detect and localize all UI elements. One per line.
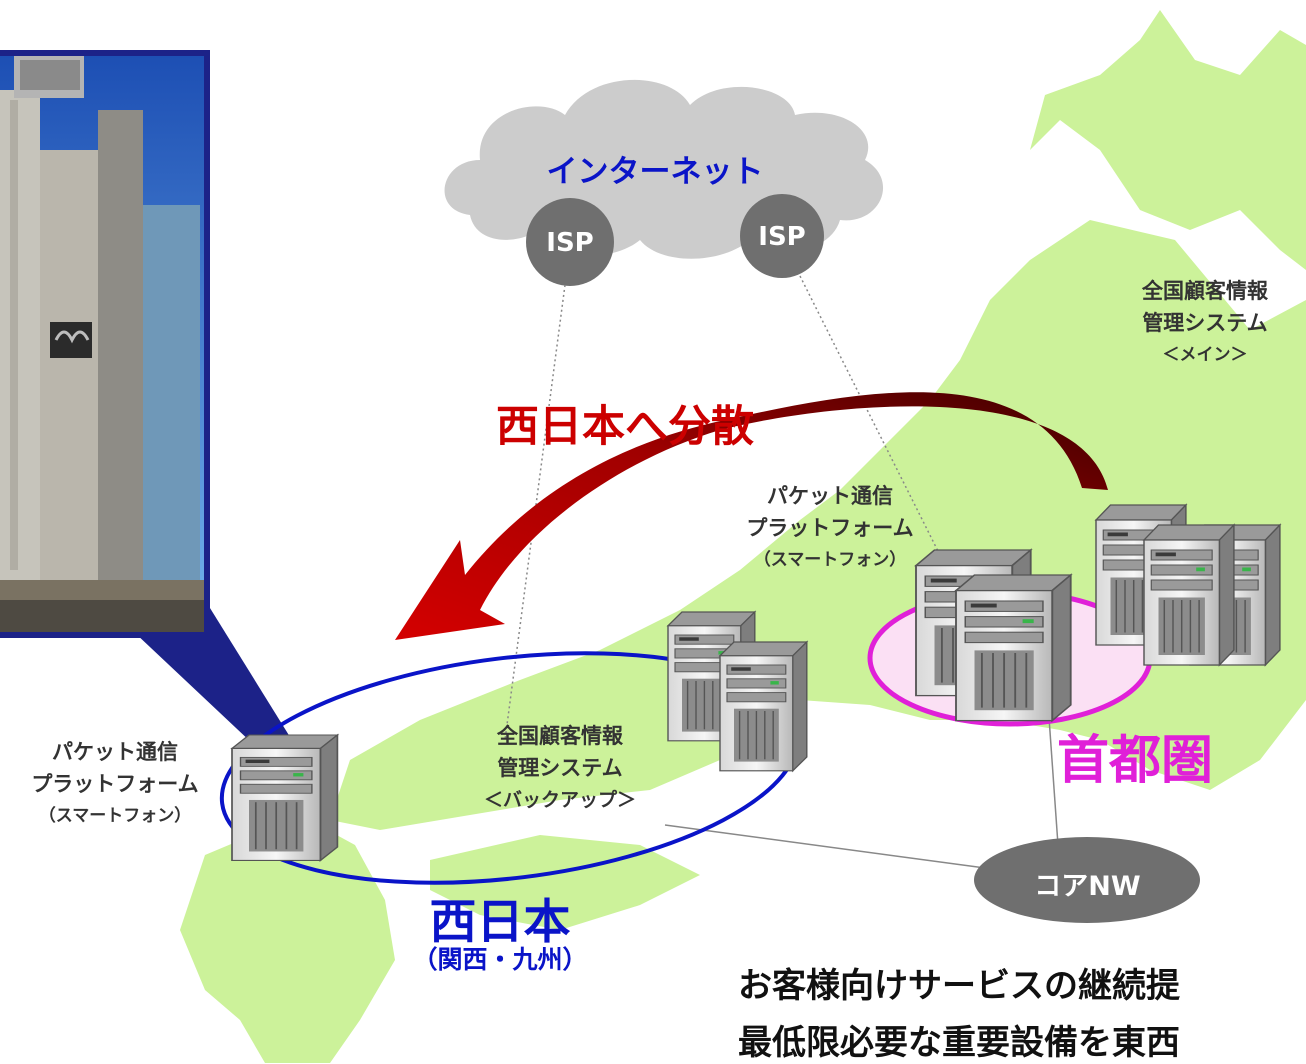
shikoku-shape [430,835,700,930]
distribution-arrow [395,392,1108,640]
west-region-label: 西日本 [429,895,571,950]
isp-west-link [504,284,566,741]
distribution-arrow-label: 西日本へ分散 [496,402,754,452]
west-packet-platform-label: パケット通信 プラットフォーム （スマートフォン） [31,740,199,826]
core-network-bubble [974,837,1200,923]
isp-bubble-left [526,198,614,286]
capital-packet-platform-label: パケット通信 プラットフォーム （スマートフォン） [746,484,914,570]
west-region-sublabel: （関西・九州） [412,945,588,974]
hokkaido-shape [1030,10,1306,270]
datacenter-building-photo [0,50,295,760]
photo-callout-pointer [100,600,295,760]
isp-label-right: ISP [758,222,806,252]
island-dot [284,1036,292,1044]
west-customer-system-label: 全国顧客情報 管理システム ＜バックアップ＞ [483,724,636,811]
capital-customer-system-label: 全国顧客情報 管理システム ＜メイン＞ [1142,279,1268,365]
isp-label-left: ISP [546,228,594,258]
west-customer-server-icon [719,641,808,772]
footer-line-2: 最低限必要な重要設備を東西 [738,1023,1180,1063]
internet-label: インターネット [546,154,764,190]
isp-bubble-right [740,194,824,278]
west-platform-server-icon [231,734,339,862]
capital-region-label: 首都圏 [1056,731,1213,791]
capital-platform-server-icon [955,574,1072,722]
island-dot [265,1043,275,1053]
footer-line-1: お客様向けサービスの継続提 [738,966,1180,1006]
core-network-label: コアNW [1034,871,1141,902]
west-core-link [664,824,986,869]
capital-customer-server-icon [1143,524,1235,666]
